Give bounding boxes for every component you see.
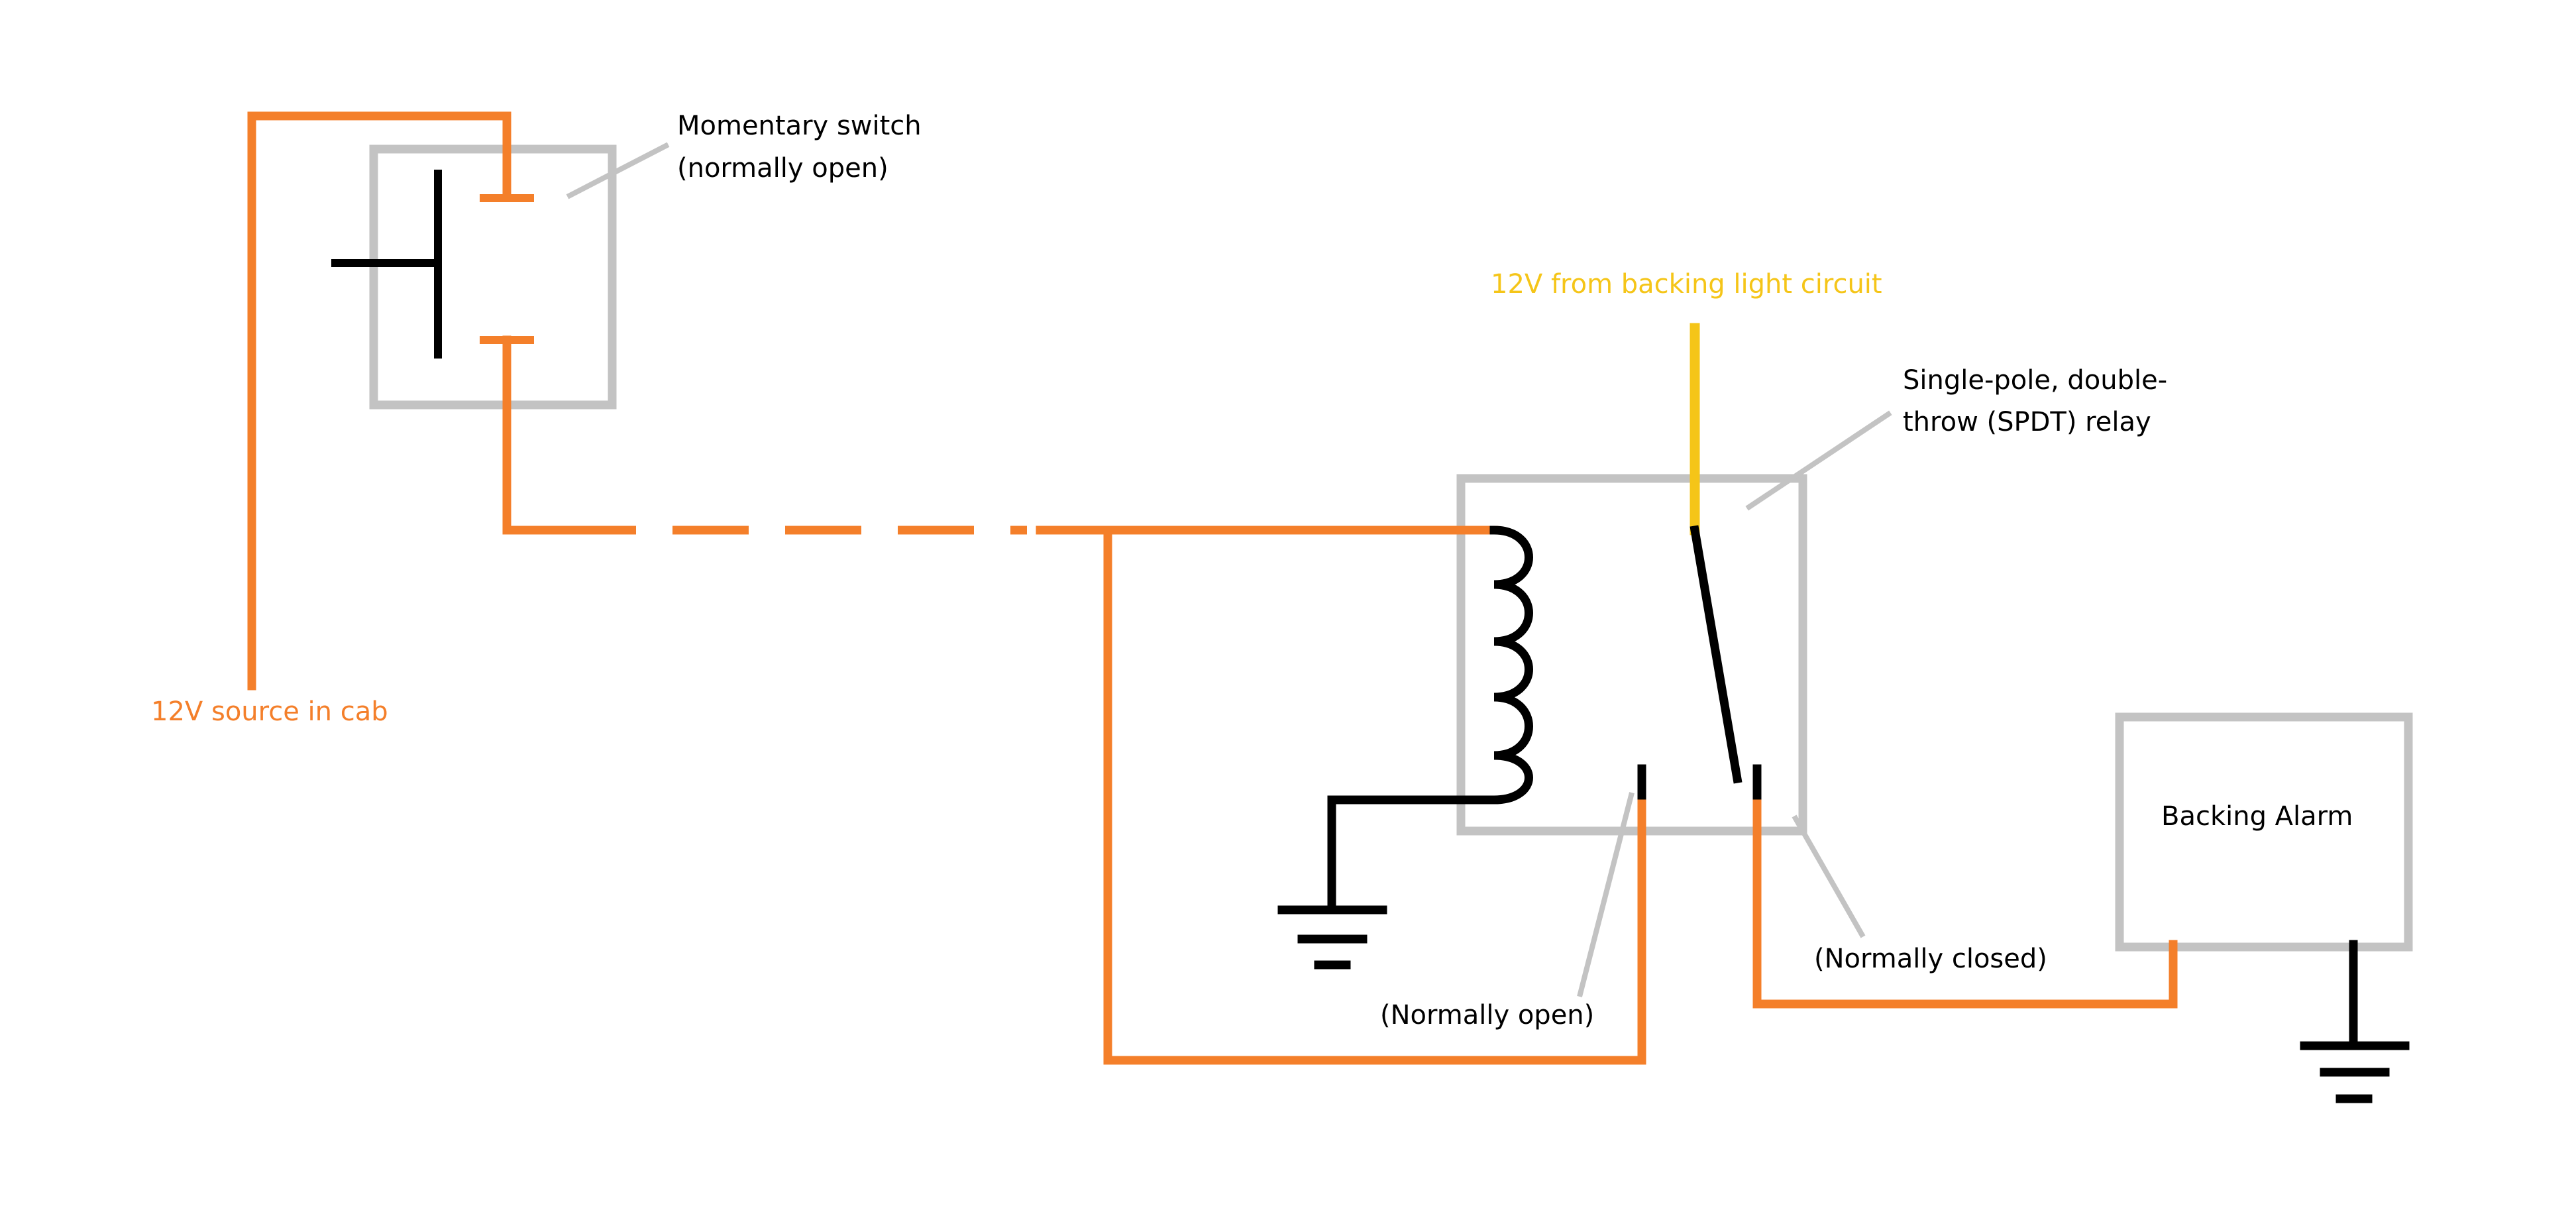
relay-coil-symbol <box>1489 526 1533 805</box>
cab-source-wire <box>247 111 511 691</box>
latch-loop-wire <box>1103 526 1646 1065</box>
relay-box <box>1456 474 1807 836</box>
relay-leader-line <box>1745 410 1892 511</box>
alarm-ground-symbol <box>2300 1041 2410 1103</box>
momentary-switch-box <box>369 144 617 410</box>
switch-label-line1: Momentary switch <box>677 111 922 141</box>
backing-light-label: 12V from backing light circuit <box>1491 269 1882 300</box>
alarm-feed-wire <box>1752 791 2178 1009</box>
normally-open-label: (Normally open) <box>1380 1000 1595 1030</box>
normally-closed-label: (Normally closed) <box>1814 944 2047 974</box>
cab-source-label: 12V source in cab <box>151 696 388 727</box>
coil-ground-symbol <box>1277 905 1387 970</box>
normally-open-leader-line <box>1577 792 1635 997</box>
switch-label-line2: (normally open) <box>677 153 888 184</box>
relay-label-line1: Single-pole, double- <box>1903 365 2168 396</box>
switch-output-wire <box>502 335 564 535</box>
relay-common-arm <box>1690 525 1743 784</box>
backing-alarm-label: Backing Alarm <box>2161 801 2353 832</box>
coil-ground-wire <box>1327 795 1499 915</box>
relay-label-line2: throw (SPDT) relay <box>1903 407 2151 437</box>
normally-closed-leader-line <box>1792 814 1866 938</box>
backing-alarm-box <box>2115 712 2413 952</box>
switch-leader-line <box>566 142 670 199</box>
